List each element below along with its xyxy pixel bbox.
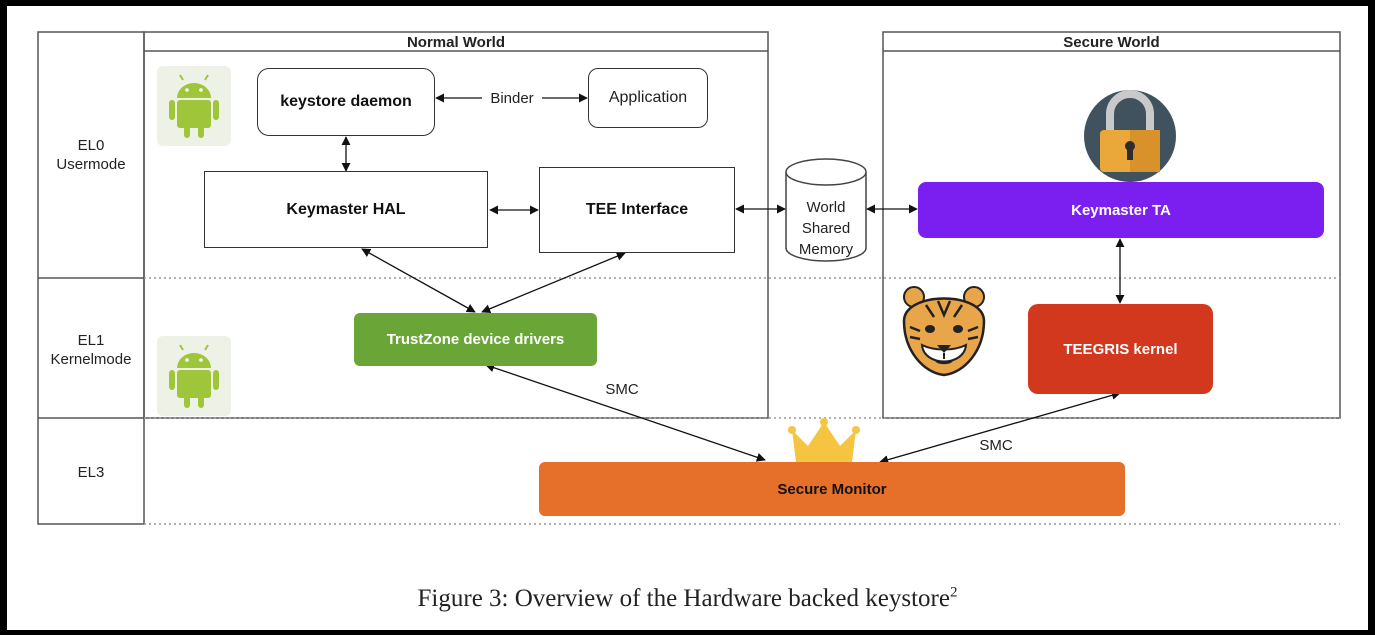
smc-left-label: SMC [605, 381, 639, 398]
el0-label: EL0 Usermode [38, 136, 144, 174]
secure-monitor-box: Secure Monitor [539, 462, 1125, 516]
el0-title: EL0 [77, 137, 105, 154]
keystore-daemon-box: keystore daemon [257, 68, 435, 136]
lock-icon [1084, 90, 1176, 182]
world-shared-memory-label: World Shared Memory [786, 197, 866, 260]
application-box: Application [588, 68, 708, 128]
smc-left-arrow [485, 363, 766, 462]
teegris-kernel-box: TEEGRIS kernel [1028, 304, 1213, 394]
memory-line1: World [806, 199, 846, 216]
el1-subtitle: Kernelmode [50, 351, 132, 368]
crown-icon [788, 418, 860, 462]
trustzone-drivers-box: TrustZone device drivers [354, 313, 597, 366]
el1-title: EL1 [77, 332, 105, 349]
normal-world-header: Normal World [406, 34, 506, 51]
tee-driver-arrow [481, 251, 626, 314]
keymaster-hal-box: Keymaster HAL [204, 171, 488, 248]
caption-text: Figure 3: Overview of the Hardware backe… [417, 585, 950, 612]
tee-interface-box: TEE Interface [539, 167, 735, 253]
keymaster-ta-box: Keymaster TA [918, 182, 1324, 238]
android-icon [157, 336, 231, 416]
smc-right-arrow [879, 390, 1121, 465]
secure-world-header: Secure World [1063, 34, 1160, 51]
memory-line2: Shared [801, 220, 851, 237]
hal-driver-arrow [361, 248, 476, 313]
smc-right-label: SMC [979, 437, 1013, 454]
memory-line3: Memory [798, 241, 854, 258]
world-shared-memory-cylinder [785, 158, 867, 262]
figure-caption: Figure 3: Overview of the Hardware backe… [0, 585, 1375, 613]
binder-label: Binder [482, 89, 542, 108]
caption-footnote-mark: 2 [949, 584, 958, 601]
el0-subtitle: Usermode [56, 156, 126, 173]
tiger-icon [902, 286, 986, 377]
android-icon [157, 66, 231, 146]
el1-label: EL1 Kernelmode [38, 331, 144, 369]
el3-label: EL3 [77, 464, 105, 481]
